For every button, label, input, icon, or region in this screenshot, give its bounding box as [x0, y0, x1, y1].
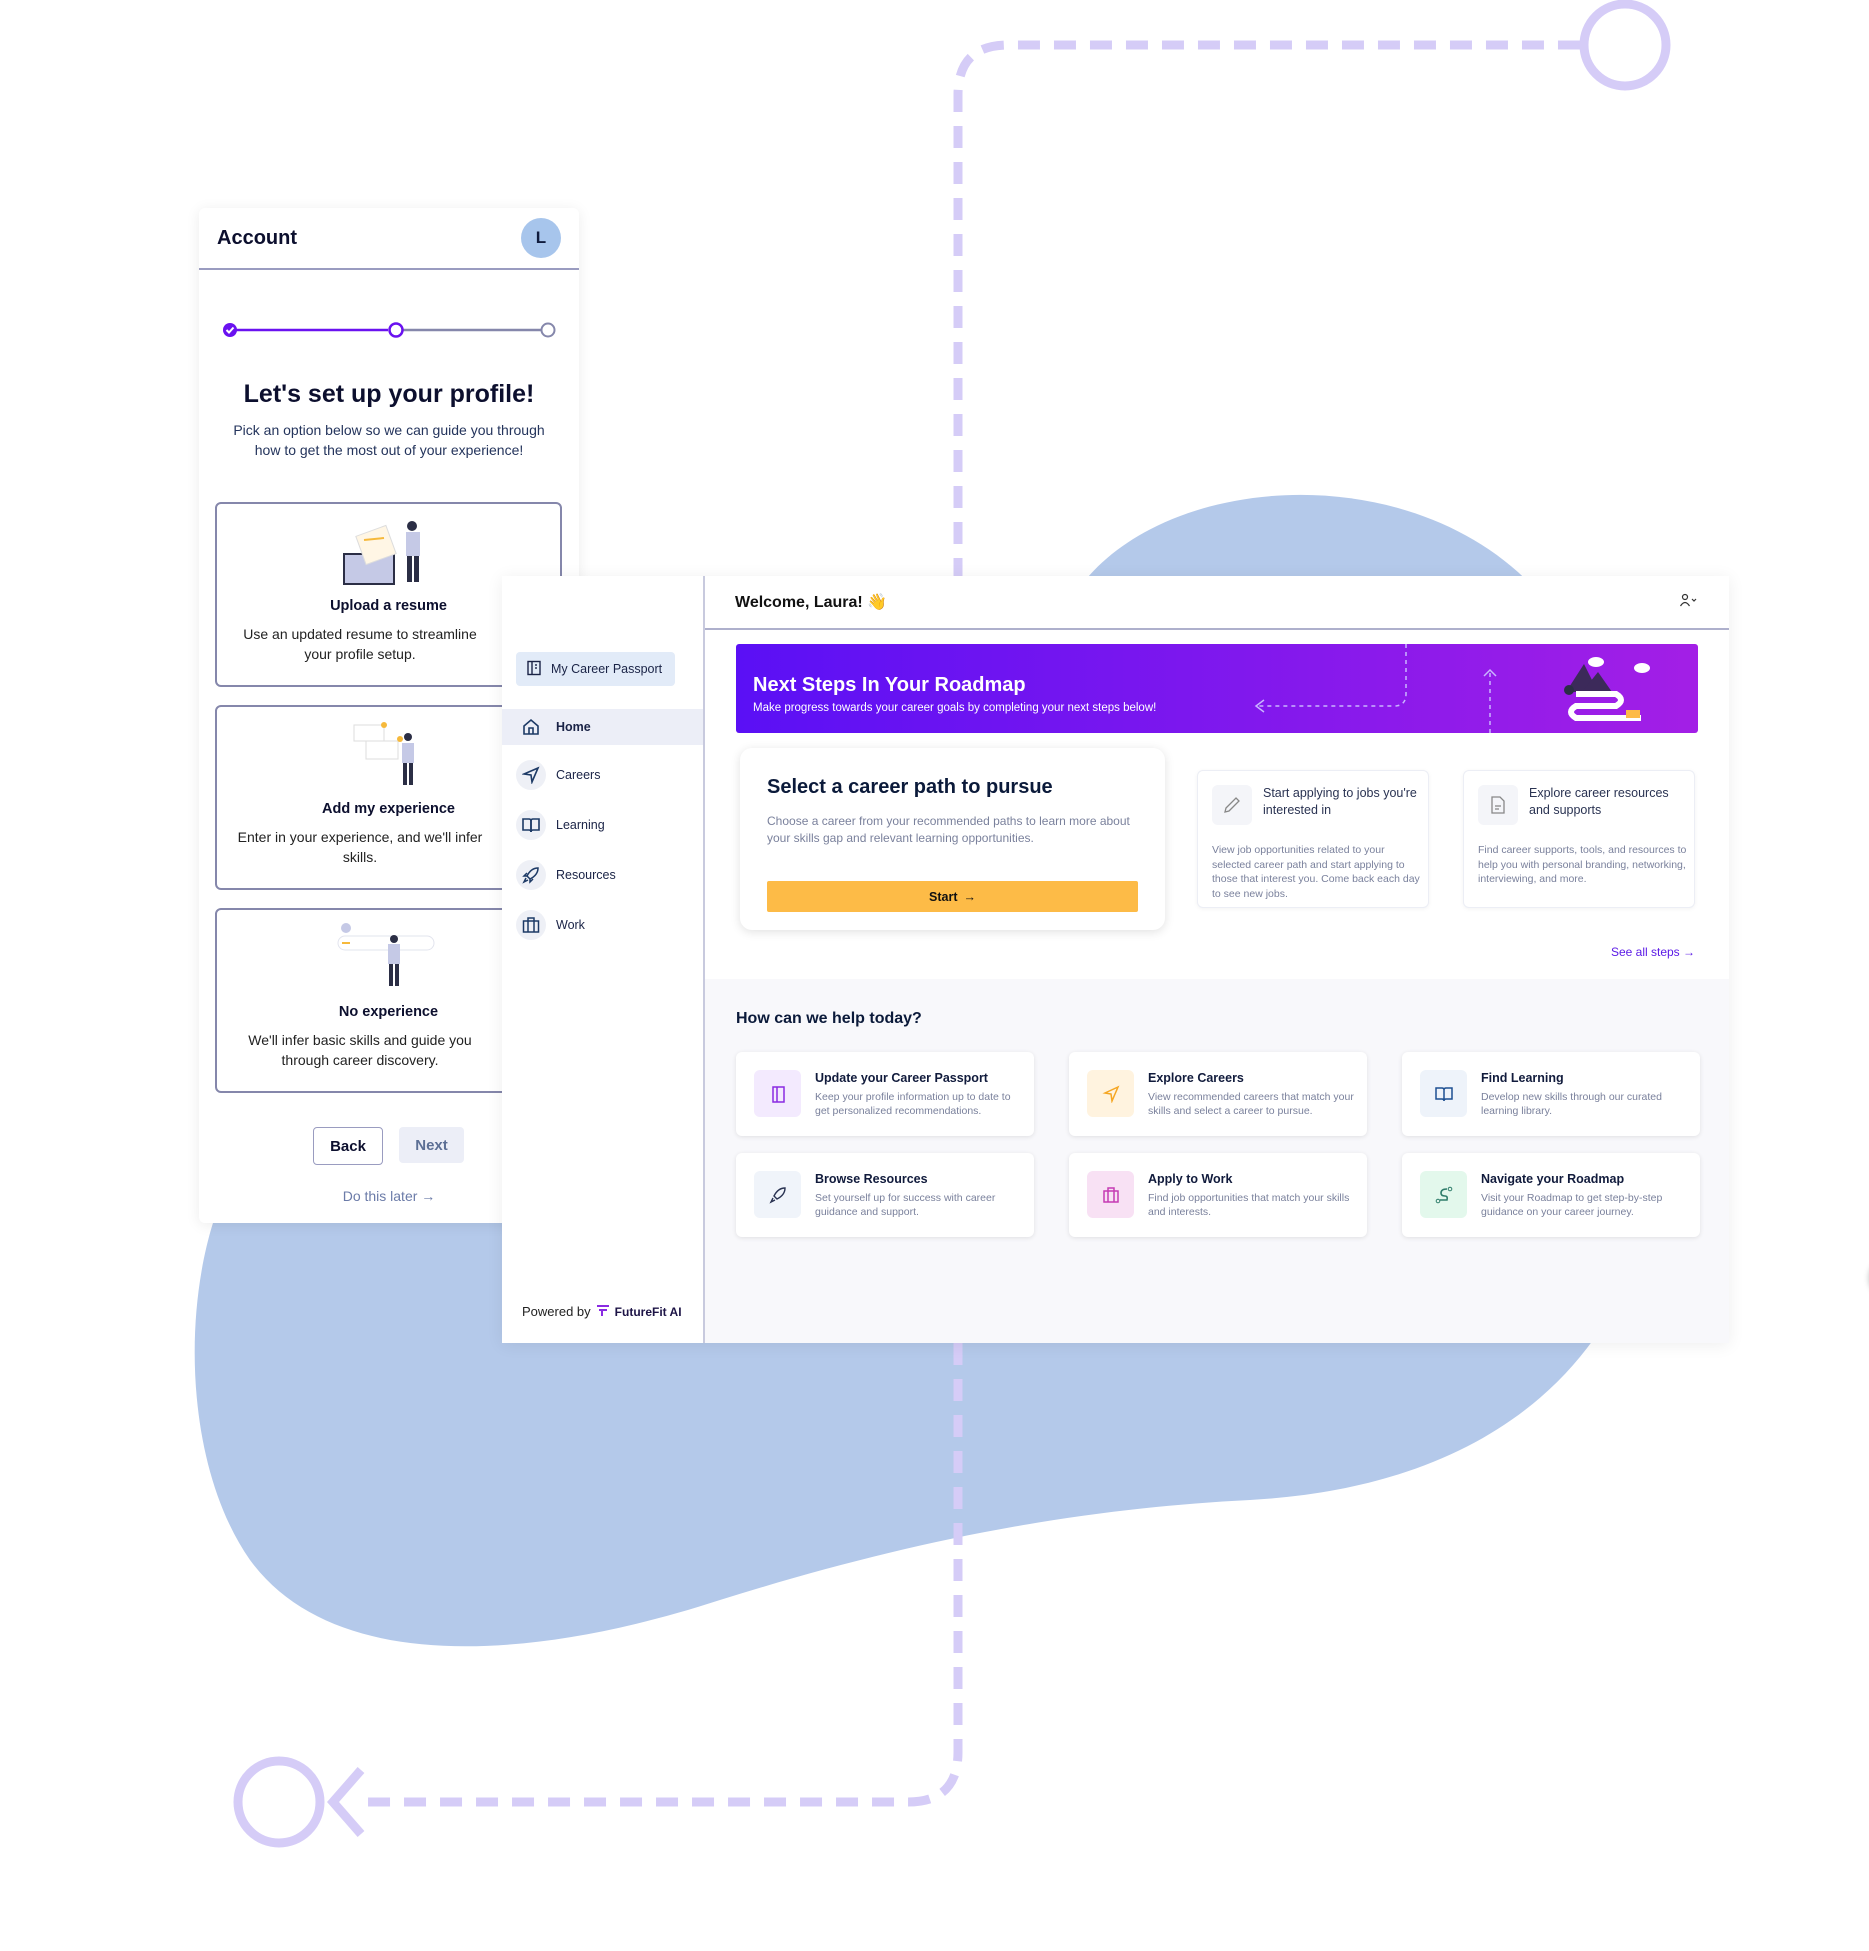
step-title: Explore career resources and supports — [1529, 786, 1669, 817]
option-title: Add my experience — [322, 801, 455, 817]
help-card[interactable]: Explore Careers View recommended careers… — [1069, 1052, 1367, 1136]
roadmap-illustration-icon — [1564, 657, 1650, 721]
account-header: Account L — [199, 208, 579, 270]
avatar[interactable]: L — [521, 218, 561, 258]
resume-illustration — [342, 521, 420, 585]
sidebar-item-label: Resources — [556, 868, 616, 882]
powered-by: Powered by FutureFit AI — [522, 1303, 682, 1320]
step-pending-icon — [540, 322, 556, 338]
option-no-experience[interactable]: No experience We'll infer basic skills a… — [215, 908, 562, 1093]
navigation-arrow-icon — [516, 760, 546, 790]
help-card-description: View recommended careers that match your… — [1148, 1091, 1354, 1117]
help-card[interactable]: Update your Career Passport Keep your pr… — [736, 1052, 1034, 1136]
progress-stepper — [223, 322, 556, 338]
arrow-right-icon: → — [963, 889, 976, 904]
help-card[interactable]: Browse Resources Set yourself up for suc… — [736, 1153, 1034, 1237]
briefcase-icon — [1087, 1171, 1134, 1218]
help-card-description: Find job opportunities that match your s… — [1148, 1192, 1350, 1218]
background-blob — [194, 1180, 1600, 1647]
card-description: Choose a career from your recommended pa… — [767, 814, 1130, 845]
passport-icon — [526, 660, 542, 679]
help-card-title: Update your Career Passport — [815, 1071, 988, 1085]
help-card-description: Set yourself up for success with career … — [815, 1192, 996, 1218]
back-button[interactable]: Back — [313, 1127, 383, 1165]
rocket-icon — [754, 1171, 801, 1218]
banner-decoration — [1254, 644, 1650, 733]
help-card[interactable]: Navigate your Roadmap Visit your Roadmap… — [1402, 1153, 1700, 1237]
route-icon — [1420, 1171, 1467, 1218]
experience-illustration — [353, 722, 414, 785]
document-icon — [1478, 785, 1518, 825]
step-description: Find career supports, tools, and resourc… — [1478, 844, 1687, 885]
help-card[interactable]: Find Learning Develop new skills through… — [1402, 1052, 1700, 1136]
option-description: Use an updated resume to streamline your… — [243, 626, 477, 662]
passport-label: My Career Passport — [551, 662, 663, 676]
page-subtitle: Pick an option below so we can guide you… — [233, 422, 545, 458]
help-card-title: Find Learning — [1481, 1071, 1564, 1085]
banner-subtitle: Make progress towards your career goals … — [753, 702, 1157, 714]
account-title: Account — [217, 226, 297, 249]
option-title: Upload a resume — [330, 598, 447, 614]
option-title: No experience — [338, 1004, 439, 1020]
help-card[interactable]: Apply to Work Find job opportunities tha… — [1069, 1153, 1367, 1237]
step-card-explore-resources[interactable]: Explore career resources and supports Fi… — [1463, 770, 1695, 908]
next-button[interactable]: Next — [399, 1127, 464, 1163]
help-card-description: Develop new skills through our curated l… — [1481, 1091, 1662, 1117]
book-icon — [1420, 1070, 1467, 1117]
sidebar-item-careers[interactable]: Careers — [502, 757, 703, 793]
help-card-description: Keep your profile information up to date… — [815, 1091, 1011, 1117]
main-header: Welcome, Laura! 👋 — [705, 576, 1729, 630]
dashed-path — [233, 0, 1671, 1848]
help-card-title: Browse Resources — [815, 1172, 928, 1186]
background-blob — [1071, 494, 1545, 600]
powered-by-label: Powered by — [522, 1304, 591, 1319]
start-button[interactable]: Start → — [767, 881, 1138, 912]
navigation-arrow-icon — [1087, 1070, 1134, 1117]
start-label: Start — [929, 889, 958, 904]
welcome-title: Welcome, Laura! 👋 — [735, 594, 888, 611]
see-all-steps-link[interactable]: See all steps → — [1610, 945, 1695, 959]
sidebar: My Career Passport Home Careers Learning… — [502, 576, 705, 1343]
roadmap-banner[interactable]: Next Steps In Your Roadmap Make progress… — [736, 644, 1698, 733]
sidebar-item-learning[interactable]: Learning — [502, 807, 703, 843]
help-card-title: Navigate your Roadmap — [1481, 1172, 1625, 1186]
step-description: View job opportunities related to your s… — [1212, 844, 1420, 900]
rocket-icon — [516, 860, 546, 890]
user-icon[interactable] — [1679, 593, 1699, 612]
help-title: How can we help today? — [736, 1010, 922, 1027]
sidebar-item-label: Work — [556, 918, 585, 932]
my-career-passport-button[interactable]: My Career Passport — [516, 652, 675, 686]
avatar-initial: L — [535, 228, 547, 247]
passport-icon — [754, 1070, 801, 1117]
dashboard-window: My Career Passport Home Careers Learning… — [502, 576, 1729, 1343]
sidebar-item-resources[interactable]: Resources — [502, 857, 703, 893]
card-title: Select a career path to pursue — [767, 776, 1053, 798]
banner-title: Next Steps In Your Roadmap — [753, 674, 1026, 696]
select-career-card: Select a career path to pursue Choose a … — [740, 748, 1165, 930]
step-card-apply-jobs[interactable]: Start applying to jobs you're interested… — [1197, 770, 1429, 908]
futurefit-logo-icon — [596, 1303, 610, 1320]
page-title: Let's set up your profile! — [243, 380, 535, 408]
do-this-later-link[interactable]: Do this later → — [342, 1188, 436, 1204]
option-description: We'll infer basic skills and guide you t… — [248, 1032, 472, 1068]
pencil-icon — [1212, 785, 1252, 825]
sidebar-item-label: Home — [556, 720, 591, 734]
home-icon — [516, 712, 546, 742]
main-content: Welcome, Laura! 👋 Next Steps In Your Roa… — [705, 576, 1729, 1343]
step-title: Start applying to jobs you're interested… — [1263, 786, 1417, 817]
step-current-icon — [388, 322, 404, 338]
sidebar-item-label: Careers — [556, 768, 601, 782]
help-card-description: Visit your Roadmap to get step-by-step g… — [1481, 1192, 1663, 1218]
help-card-title: Apply to Work — [1148, 1172, 1233, 1186]
sidebar-item-home[interactable]: Home — [502, 709, 703, 745]
help-card-title: Explore Careers — [1148, 1071, 1244, 1085]
briefcase-icon — [516, 910, 546, 940]
book-icon — [516, 810, 546, 840]
sidebar-item-work[interactable]: Work — [502, 907, 703, 943]
no-experience-illustration — [337, 923, 434, 986]
option-description: Enter in your experience, and we'll infe… — [237, 829, 483, 865]
sidebar-item-label: Learning — [556, 818, 605, 832]
brand-name: FutureFit AI — [614, 1304, 682, 1319]
